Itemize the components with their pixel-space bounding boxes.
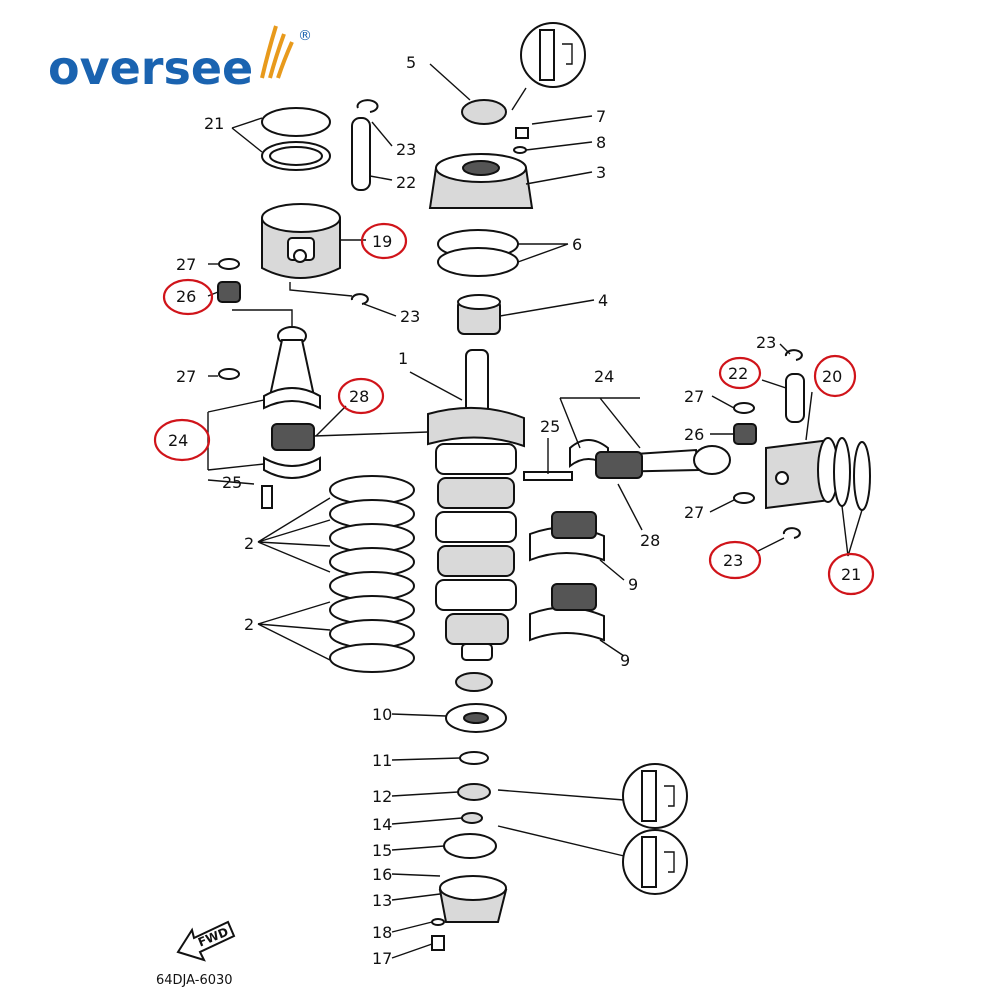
rod-bolt-left: [261, 485, 273, 509]
callout-14: 14: [372, 815, 392, 834]
callout-23-right-top: 23: [756, 333, 776, 352]
ball-bearing-bottom: [445, 703, 507, 733]
callout-27-b: 27: [176, 367, 196, 386]
callout-16: 16: [372, 865, 392, 884]
main-bearing-lower: [529, 583, 605, 642]
fwd-arrow-icon: FWD: [176, 920, 236, 962]
callout-2-upper: 2: [244, 534, 254, 553]
callout-19: 19: [372, 232, 392, 251]
oil-seal-15: [461, 812, 483, 824]
connecting-rod-right: [569, 439, 731, 475]
callout-1: 1: [398, 349, 408, 368]
detail-view-bottom-1: [622, 763, 688, 829]
wave-icon: [260, 25, 294, 79]
crankshaft: [427, 349, 525, 661]
registered-mark: ®: [298, 28, 312, 44]
callout-27-a: 27: [176, 255, 196, 274]
callout-25-right: 25: [540, 417, 560, 436]
callout-22-top: 22: [396, 173, 416, 192]
drawing-code: 64DJA-6030: [156, 973, 233, 988]
main-bearing-upper: [529, 511, 605, 562]
detail-view-bottom-2: [622, 829, 688, 895]
callout-12: 12: [372, 787, 392, 806]
callout-21-top: 21: [204, 114, 224, 133]
callout-23-mid: 23: [400, 307, 420, 326]
washer-top: [513, 146, 527, 154]
callout-18: 18: [372, 923, 392, 942]
callout-15: 15: [372, 841, 392, 860]
callout-8: 8: [596, 133, 606, 152]
washer-upper-left: [218, 258, 240, 270]
callout-2-lower: 2: [244, 615, 254, 634]
callout-labels: 5 7 8 3 6 4 1 21 23 22 19 27 26 23 27 28…: [168, 53, 861, 968]
bearing-housing-top: [428, 153, 534, 209]
bolt-top: [515, 127, 529, 139]
callout-27-d: 27: [684, 503, 704, 522]
detail-leader-top: [511, 87, 527, 111]
seal-10: [455, 672, 493, 692]
needle-bearing-small-left: [217, 281, 241, 303]
washer-18: [431, 918, 445, 926]
piston-ring-set-top: [261, 107, 331, 171]
callout-10: 10: [372, 705, 392, 724]
bearing-cage-right: [595, 451, 643, 479]
o-ring-pair: [437, 229, 519, 277]
piston-ring-stack: [329, 475, 415, 673]
callout-24-left: 24: [168, 431, 188, 450]
callout-25-left: 25: [222, 473, 242, 492]
bolt-17: [431, 935, 445, 951]
callout-6: 6: [572, 235, 582, 254]
callout-24-right: 24: [594, 367, 614, 386]
ball-bearing-top: [457, 294, 501, 335]
o-ring-16: [443, 833, 497, 859]
rod-cap-left: [263, 456, 321, 479]
callout-4: 4: [598, 291, 608, 310]
callout-9-lower: 9: [620, 651, 630, 670]
callout-11: 11: [372, 751, 392, 770]
callout-27-c: 27: [684, 387, 704, 406]
callout-21-right: 21: [841, 565, 861, 584]
detail-leader-lines: [497, 789, 625, 857]
piston-right: [765, 437, 839, 510]
washer-right-upper: [733, 402, 755, 414]
callout-28-left: 28: [349, 387, 369, 406]
callout-5: 5: [406, 53, 416, 72]
highlight-circles: [153, 222, 875, 596]
bearing-cage-left: [271, 423, 315, 451]
callout-23-right-bottom: 23: [723, 551, 743, 570]
bearing-housing-bottom: [438, 875, 508, 923]
circlip-right-top: [784, 349, 803, 361]
snap-ring-12: [459, 751, 489, 765]
callout-9-upper: 9: [628, 575, 638, 594]
circlip-mid: [350, 293, 369, 305]
leader-lines: [207, 63, 863, 959]
detail-view-top: [520, 22, 586, 88]
callout-7: 7: [596, 107, 606, 126]
brand-name: oversee: [48, 41, 253, 95]
piston-pin-right: [785, 373, 805, 423]
oil-seal-14: [457, 783, 491, 801]
callout-20: 20: [822, 367, 842, 386]
callout-22-right: 22: [728, 364, 748, 383]
washer-right-lower: [733, 492, 755, 504]
connecting-rod-left: [263, 326, 321, 410]
piston-left: [261, 203, 341, 279]
piston-pin-top: [351, 117, 371, 191]
callout-26-left: 26: [176, 287, 196, 306]
callout-26-right: 26: [684, 425, 704, 444]
callout-17: 17: [372, 949, 392, 968]
oil-seal-top: [461, 99, 507, 125]
piston-ring-set-right: [833, 437, 871, 511]
circlip-top: [356, 99, 379, 113]
needle-bearing-small-right: [733, 423, 757, 445]
washer-lower-left: [218, 368, 240, 380]
callout-28-right: 28: [640, 531, 660, 550]
callout-3: 3: [596, 163, 606, 182]
callout-13: 13: [372, 891, 392, 910]
callout-23-top: 23: [396, 140, 416, 159]
brand-logo: oversee ®: [48, 25, 312, 95]
circlip-right-bottom: [782, 527, 801, 539]
